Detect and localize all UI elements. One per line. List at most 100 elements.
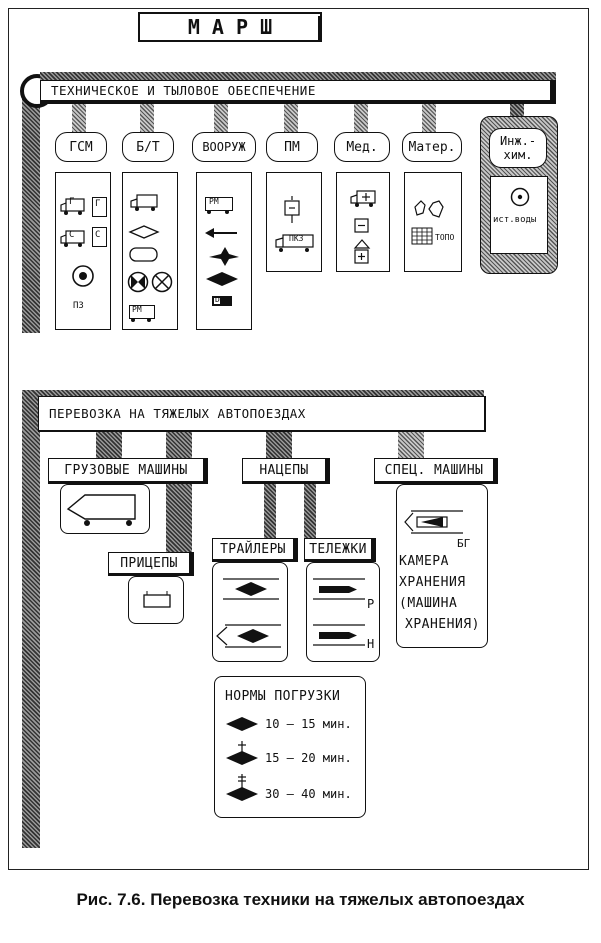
label-trucks: ГРУЗОВЫЕ МАШИНЫ (48, 458, 208, 484)
figure-frame (8, 8, 589, 870)
card-special: БГ КАМЕРА ХРАНЕНИЯ (МАШИНА ХРАНЕНИЯ) (396, 484, 488, 648)
special-bg-label: БГ (457, 537, 471, 550)
fuel-point-icon (72, 265, 94, 287)
storage-description: КАМЕРА ХРАНЕНИЯ (МАШИНА ХРАНЕНИЯ) (399, 551, 480, 635)
gsm-pz-label: ПЗ (73, 301, 84, 311)
storage-vehicle-icon (404, 510, 463, 534)
gsm-tag-s-box-label: С (95, 230, 101, 240)
norms-title: НОРМЫ ПОГРУЗКИ (225, 689, 341, 704)
trucks-connector (96, 432, 122, 460)
ammo-truck-icon (130, 194, 158, 211)
tab-inzh: Инж.-хим. (489, 128, 547, 168)
cart-r-label: Р (367, 597, 375, 611)
pkz-vehicle-icon (275, 234, 314, 252)
wheels-icon (207, 210, 229, 214)
norm-diamond-icon (226, 717, 258, 731)
tab-connector (140, 104, 154, 132)
inzh-source-label: ист.воды (493, 215, 537, 225)
truck-icon (66, 494, 136, 526)
tab-med: Мед. (334, 132, 390, 162)
card-trucks (60, 484, 150, 534)
pm-pkz-label: ПКЗ (289, 234, 304, 243)
trailer-icon (143, 591, 171, 608)
card-trailers (212, 562, 288, 662)
tab-mater: Матер. (402, 132, 462, 162)
trailer-diamond-arrow-icon (216, 624, 281, 648)
storage-line: ХРАНЕНИЯ (399, 575, 466, 590)
storage-line: (МАШИНА (399, 596, 458, 611)
norm-diamond-two-bars-icon (226, 774, 258, 801)
hitches-to-carts (304, 484, 316, 540)
card-pm: ПКЗ (266, 172, 322, 272)
gsm-tag-g-box (92, 197, 107, 217)
section2-header-text: ПЕРЕВОЗКА НА ТЯЖЕЛЫХ АВТОПОЕЗДАХ (49, 406, 306, 421)
storage-line: КАМЕРА (399, 554, 449, 569)
card-vooruzh: РМ D (196, 172, 252, 330)
trailers-connector (166, 432, 192, 554)
card-gsm: Г Г С С ПЗ (55, 172, 111, 330)
section1-top-bar (40, 72, 556, 82)
tab-vooruzh: ВООРУЖ (192, 132, 256, 162)
medical-post-icon (353, 239, 371, 264)
cart-n-label: Н (367, 637, 375, 651)
gsm-tag-g-label: Г (69, 197, 75, 207)
section2-header: ПЕРЕВОЗКА НА ТЯЖЕЛЫХ АВТОПОЕЗДАХ (38, 396, 486, 432)
tab-pm: ПМ (266, 132, 318, 162)
norm-diamond-one-bar-icon (226, 741, 258, 765)
vooruzh-rm-label: РМ (209, 197, 219, 206)
tab-connector (72, 104, 86, 132)
cart-n-icon (313, 624, 365, 646)
card-loading-norms: НОРМЫ ПОГРУЗКИ 10 – 15 мин. 15 – 20 мин.… (214, 676, 366, 818)
repair-vehicle-box (129, 305, 155, 319)
title-shadow (318, 16, 322, 40)
storage-line: ХРАНЕНИЯ) (405, 617, 480, 632)
card-med (336, 172, 390, 272)
card-bt: РМ (122, 172, 178, 330)
tab-gsm: ГСМ (55, 132, 107, 162)
figure-caption: Рис. 7.6. Перевозка техники на тяжелых а… (76, 890, 525, 909)
tab-connector (422, 104, 436, 132)
map-grid-icon (411, 227, 433, 245)
battery-icon (212, 296, 232, 306)
card-inzh: ист.воды (490, 176, 548, 254)
wheels-icon (131, 318, 151, 322)
medical-box-icon (354, 218, 369, 233)
diamond-outline-icon (128, 225, 160, 239)
command-post-icon (284, 196, 300, 223)
section1-header-text: ТЕХНИЧЕСКОЕ И ТЫЛОВОЕ ОБЕСПЕЧЕНИЕ (51, 83, 316, 98)
section1-left-bar (22, 88, 40, 333)
tab-bt: Б/Т (122, 132, 174, 162)
vooruzh-d-label: D (215, 295, 220, 304)
norm-value: 30 – 40 мин. (265, 787, 352, 801)
gsm-tag-g-box-label: Г (95, 199, 101, 209)
ambulance-icon (350, 190, 376, 207)
cart-r-icon (313, 578, 365, 600)
label-trailers-pricepy: ПРИЦЕПЫ (108, 552, 194, 576)
special-connector (398, 432, 424, 458)
norm-value: 15 – 20 мин. (265, 751, 352, 765)
card-carts: Р Н (306, 562, 380, 662)
section2-left-bar (22, 392, 40, 848)
section1-header: ТЕХНИЧЕСКОЕ И ТЫЛОВОЕ ОБЕСПЕЧЕНИЕ (40, 80, 556, 104)
label-special: СПЕЦ. МАШИНЫ (374, 458, 498, 484)
card-trailers-pricepy (128, 576, 184, 624)
mater-topo-label: ТОПО (435, 233, 455, 242)
gun-icon (209, 247, 239, 266)
repair-vehicle-box (205, 197, 233, 211)
trailer-diamond-icon (223, 578, 279, 600)
norm-value: 10 – 15 мин. (265, 717, 352, 731)
diamond-filled-icon (206, 272, 238, 286)
label-trailers: ТРАЙЛЕРЫ (212, 538, 298, 562)
card-mater: ТОПО (404, 172, 462, 272)
fuel-truck-icon (60, 230, 85, 247)
tab-connector (284, 104, 298, 132)
label-hitches: НАЦЕПЫ (242, 458, 330, 484)
tab-connector (214, 104, 228, 132)
gsm-tag-s-label: С (69, 230, 75, 240)
bt-rm-label: РМ (132, 305, 142, 314)
crossed-circle-filled-icon (127, 271, 149, 293)
arrow-left-icon (205, 228, 237, 238)
gsm-tag-s-box (92, 227, 107, 247)
hitches-to-trailers (264, 484, 276, 540)
label-carts: ТЕЛЕЖКИ (304, 538, 376, 562)
